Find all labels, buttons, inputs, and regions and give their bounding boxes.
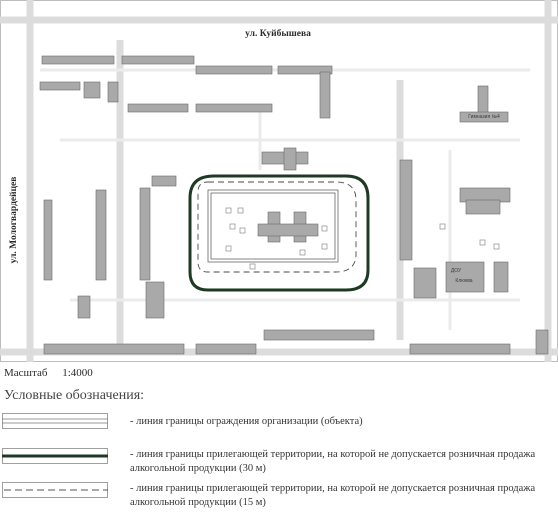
street-label-west: ул. Мологвардейцев	[8, 177, 19, 264]
gymnasium-label: Гимназия №4	[468, 114, 500, 120]
building	[263, 329, 375, 341]
legend-text-15m: - линия границы прилегающей территории, …	[130, 483, 536, 508]
legend-text-fence: - линия границы ограждения организации (…	[130, 416, 363, 427]
school-label: ДОУ	[451, 268, 462, 274]
small-structures	[225, 207, 500, 270]
fence-line-inner	[210, 192, 336, 260]
building	[83, 81, 101, 99]
shop-label: Клюква	[455, 278, 472, 284]
building	[43, 343, 185, 355]
building	[195, 103, 273, 113]
building	[121, 55, 195, 65]
scale-label: Масштаб	[4, 367, 48, 379]
building	[107, 81, 119, 103]
building	[409, 343, 511, 355]
building	[195, 343, 257, 355]
building	[39, 81, 81, 91]
boundary-15m	[197, 181, 357, 273]
building	[77, 295, 91, 319]
building	[535, 329, 549, 355]
building	[151, 175, 177, 187]
building	[145, 281, 165, 319]
legend-swatch-double-line	[2, 413, 108, 429]
site-plan-map: ул. Куйбышева ул. Мологвардейцев Гимнази…	[0, 0, 558, 362]
building	[43, 199, 53, 281]
building	[127, 103, 189, 113]
school-building	[257, 223, 319, 237]
building	[459, 111, 509, 123]
building	[195, 65, 273, 75]
legend-swatch-dashed	[2, 482, 108, 498]
building	[319, 71, 331, 119]
street-label-north: ул. Куйбышева	[245, 28, 311, 39]
map-scale: Масштаб 1:4000	[4, 367, 93, 379]
building	[95, 189, 107, 281]
boundary-30m	[188, 174, 370, 292]
building	[445, 261, 485, 293]
building	[139, 187, 151, 281]
building	[413, 267, 437, 299]
fence-line-outer	[207, 189, 339, 263]
building	[283, 147, 297, 171]
building	[493, 261, 509, 293]
buildings	[39, 55, 549, 355]
scale-value: 1:4000	[62, 367, 93, 379]
driveways	[40, 68, 530, 330]
building	[41, 55, 115, 65]
building	[277, 65, 333, 75]
building	[465, 199, 501, 215]
legend-title: Условные обозначения:	[4, 388, 145, 403]
legend-swatch-solid-dark	[2, 448, 108, 464]
legend-text-30m: - линия границы прилегающей территории, …	[130, 449, 536, 474]
building	[399, 159, 413, 261]
